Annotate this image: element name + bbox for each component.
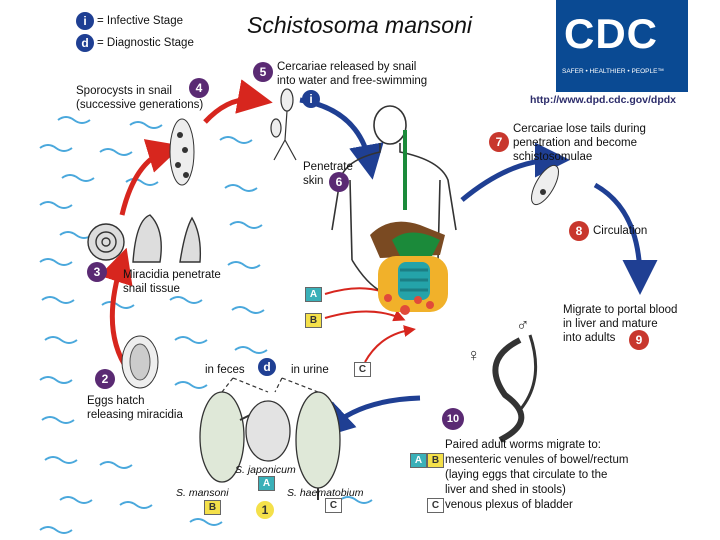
diagram-title: Schistosoma mansoni bbox=[247, 12, 472, 38]
egg-source-lines bbox=[221, 377, 319, 393]
step-2-badge: 2 bbox=[95, 369, 115, 389]
tag-a-route: A bbox=[410, 453, 427, 468]
step-8-label: Circulation bbox=[593, 225, 648, 237]
haematobium-label: S. haematobium bbox=[287, 487, 364, 499]
organs-illustration bbox=[370, 130, 448, 315]
cdc-logo: CDC SAFER • HEALTHIER • PEOPLE™ bbox=[556, 0, 688, 92]
step-9-label-line3: into adults bbox=[563, 332, 616, 344]
mansoni-label: S. mansoni bbox=[176, 487, 229, 499]
miracidium-illustration bbox=[121, 335, 159, 389]
japonicum-label: S. japonicum bbox=[235, 464, 296, 476]
step-10-label-line5: venous plexus of bladder bbox=[445, 499, 573, 511]
legend-infective-icon: i bbox=[76, 12, 94, 30]
tag-b-route: B bbox=[427, 453, 444, 468]
step-1-badge: 1 bbox=[256, 501, 274, 519]
schistosomulum-illustration bbox=[531, 164, 559, 206]
cdc-url: http://www.dpd.cdc.gov/dpdx bbox=[530, 94, 677, 106]
in-urine-label: in urine bbox=[291, 364, 329, 376]
step-4-label-line1: Sporocysts in snail bbox=[76, 85, 172, 97]
step-3-label-line2: snail tissue bbox=[123, 283, 180, 295]
water-waves bbox=[39, 116, 373, 534]
legend-diagnostic-icon: d bbox=[76, 34, 94, 52]
infective-stage-marker: i bbox=[302, 90, 320, 108]
adult-worms-illustration bbox=[492, 334, 538, 443]
step-4-label-line2: (successive generations) bbox=[76, 99, 204, 111]
cercaria-illustrations bbox=[270, 88, 297, 161]
step-6-badge: 6 bbox=[329, 172, 349, 192]
step-7-badge: 7 bbox=[489, 132, 509, 152]
intestine-tag-c: C bbox=[354, 362, 371, 377]
step-9-label-line1: Migrate to portal blood bbox=[563, 304, 678, 316]
intestine-tag-b: B bbox=[305, 313, 322, 328]
legend-diagnostic-label: = Diagnostic Stage bbox=[97, 37, 194, 49]
step-9-badge: 9 bbox=[629, 330, 649, 350]
intestine-tag-a: A bbox=[305, 287, 322, 302]
male-symbol: ♂ bbox=[516, 315, 530, 335]
step-5-label-line1: Cercariae released by snail bbox=[277, 61, 417, 73]
tag-c-route: C bbox=[427, 498, 444, 513]
step-10-badge: 10 bbox=[442, 408, 464, 430]
step-4-badge: 4 bbox=[189, 78, 209, 98]
step-3-label-line1: Miracidia penetrate bbox=[123, 269, 221, 281]
step-2-label-line1: Eggs hatch bbox=[87, 395, 145, 407]
step-10-label-line3: (laying eggs that circulate to the bbox=[445, 469, 608, 481]
step-9-label-line2: in liver and mature bbox=[563, 318, 658, 330]
snail-illustrations bbox=[87, 214, 202, 263]
step-5-badge: 5 bbox=[253, 62, 273, 82]
step-6-label-line2: skin bbox=[303, 175, 324, 187]
egg-illustrations bbox=[199, 391, 341, 500]
step-2-label-line2: releasing miracidia bbox=[87, 409, 183, 421]
female-symbol: ♀ bbox=[467, 345, 481, 365]
step-7-label-line3: schistosomulae bbox=[513, 151, 593, 163]
in-feces-label: in feces bbox=[205, 364, 245, 376]
step-10-label-line2: mesenteric venules of bowel/rectum bbox=[445, 454, 629, 466]
egg-tag-a: A bbox=[258, 476, 275, 491]
sporocyst-illustration bbox=[169, 118, 195, 186]
step-8-badge: 8 bbox=[569, 221, 589, 241]
legend-infective-label: = Infective Stage bbox=[97, 15, 183, 27]
step-10-label-line4: liver and shed in stools) bbox=[445, 484, 566, 496]
step-3-badge: 3 bbox=[87, 262, 107, 282]
egg-tag-c: C bbox=[325, 498, 342, 513]
diagnostic-stage-marker: d bbox=[258, 358, 276, 376]
step-5-label-line2: into water and free-swimming bbox=[277, 75, 428, 87]
cdc-logo-text: CDC bbox=[564, 10, 658, 57]
egg-tag-b: B bbox=[204, 500, 221, 515]
step-6-label-line1: Penetrate bbox=[303, 161, 353, 173]
step-7-label-line2: penetration and become bbox=[513, 137, 638, 149]
step-7-label-line1: Cercariae lose tails during bbox=[513, 123, 646, 135]
step-10-label-line1: Paired adult worms migrate to: bbox=[445, 439, 601, 451]
cdc-logo-tagline: SAFER • HEALTHIER • PEOPLE™ bbox=[562, 68, 664, 75]
